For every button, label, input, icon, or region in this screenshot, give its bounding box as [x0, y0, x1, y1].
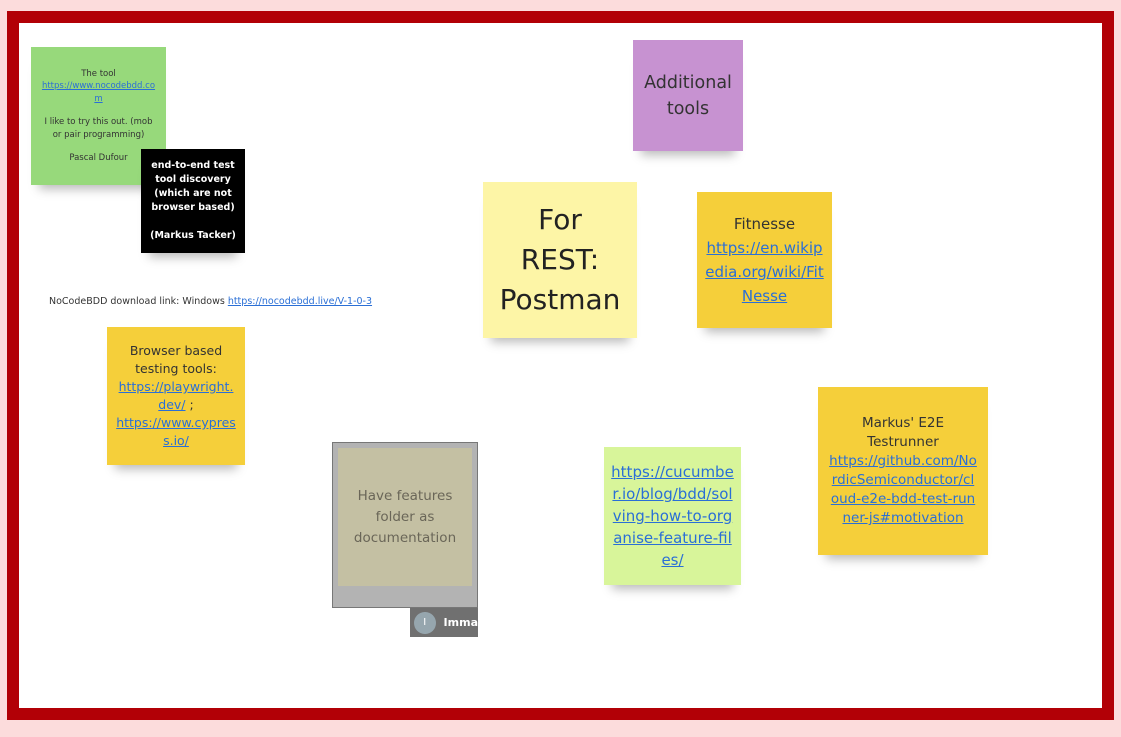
author-name: Imma [443, 616, 478, 629]
note-text: end-to-end test tool discovery (which ar… [151, 160, 235, 213]
github-link[interactable]: https://github.com/NordicSemiconductor/c… [829, 453, 977, 526]
playwright-link[interactable]: https://playwright.dev/ [118, 379, 234, 412]
sticky-note-markus-testrunner[interactable]: Markus' E2E Testrunner https://github.co… [818, 387, 988, 555]
note-text: For [538, 203, 582, 236]
note-text: I like to try this out. (mob or pair pro… [44, 117, 153, 140]
sticky-note-features-folder[interactable]: Have features folder as documentation [338, 448, 472, 586]
sticky-note-browser-tools[interactable]: Browser based testing tools: https://pla… [107, 327, 245, 465]
download-label: NoCodeBDD download link: Windows [49, 296, 228, 307]
fitnesse-link[interactable]: https://en.wikipedia.org/wiki/FitNesse [705, 239, 824, 305]
avatar: I [414, 611, 436, 634]
note-text: Fitnesse [733, 215, 796, 233]
sticky-note-e2e-discovery[interactable]: end-to-end test tool discovery (which ar… [141, 149, 245, 253]
sticky-note-rest-postman[interactable]: For REST: Postman [483, 182, 637, 338]
download-link[interactable]: https://nocodebdd.live/V-1-0-3 [227, 296, 373, 307]
sticky-note-additional-tools[interactable]: Additional tools [633, 40, 743, 151]
cucumber-link[interactable]: https://cucumber.io/blog/bdd/solving-how… [611, 463, 734, 569]
note-text: Postman [499, 283, 621, 316]
author-badge: I Imma [410, 608, 478, 637]
cypress-link[interactable]: https://www.cypress.io/ [116, 415, 236, 448]
separator: ; [185, 397, 194, 412]
download-link-text: NoCodeBDD download link: Windows https:/… [49, 296, 372, 307]
note-text: Markus' E2E Testrunner [861, 415, 945, 450]
nocodebdd-link[interactable]: https://www.nocodebdd.com [41, 81, 156, 104]
note-text: Have features folder as documentation [353, 487, 457, 546]
sticky-note-fitnesse[interactable]: Fitnesse https://en.wikipedia.org/wiki/F… [697, 192, 832, 328]
note-text: Browser based testing tools: [129, 343, 223, 376]
note-text: The tool [81, 68, 116, 79]
note-text: Additional tools [644, 72, 732, 119]
note-text: REST: [520, 243, 600, 276]
note-author: Pascal Dufour [69, 153, 128, 163]
sticky-note-cucumber[interactable]: https://cucumber.io/blog/bdd/solving-how… [604, 447, 741, 585]
note-author: (Markus Tacker) [150, 230, 236, 241]
